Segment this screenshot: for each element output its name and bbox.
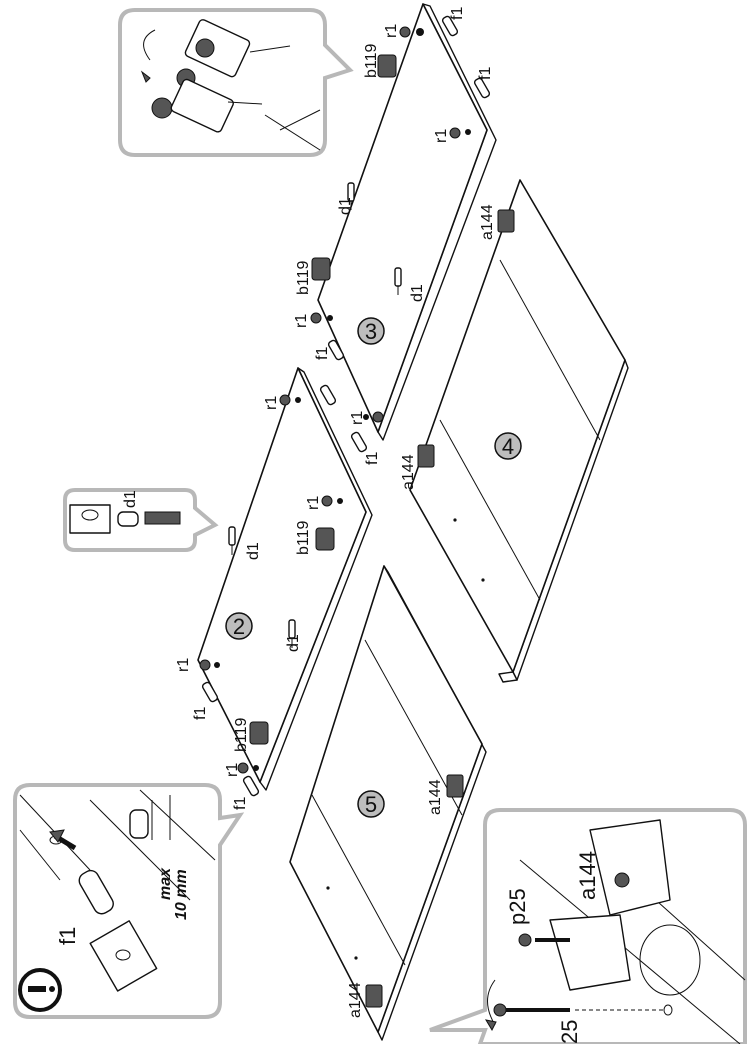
hardware-markers: [199, 15, 515, 1008]
label-r1: r1: [349, 411, 366, 425]
panel-3-number-badge: [357, 317, 385, 345]
panel-3-number: 3: [365, 319, 377, 344]
f1-dowel-icon: [201, 681, 219, 703]
d1-dowel-icon: [394, 267, 402, 295]
label-d1: d1: [285, 634, 302, 652]
dowel-detail-callout: d1: [63, 488, 219, 552]
panel-2: 2: [197, 367, 373, 791]
label-f1: f1: [364, 452, 381, 465]
a144-plate-icon: [365, 984, 383, 1008]
d1-dowel-icon: [288, 619, 296, 648]
panel-2-number-badge: [225, 612, 253, 640]
label-r1: r1: [175, 658, 192, 672]
label-r1: r1: [383, 24, 400, 38]
label-r1: r1: [433, 129, 450, 143]
panel-5: 5: [289, 565, 487, 1041]
r1-screw-icon: [363, 411, 384, 423]
panel-3: 3: [317, 3, 497, 441]
max-depth-label-2: 10 mm: [173, 869, 190, 920]
d1-dowel-icon: [228, 526, 236, 555]
d1-callout-label: d1: [122, 490, 139, 508]
p25-callout-label: p25: [505, 888, 530, 925]
rotate-arrow-icon: [140, 70, 151, 83]
part-labels: r1 f1 f1 b119 r1 d1 a144 b119 d1 r1 f1 r…: [175, 7, 496, 1018]
d1-dowel-icon: [347, 182, 355, 210]
label-f1: f1: [449, 7, 466, 20]
panel-5-number: 5: [365, 792, 377, 817]
panel-4-number-badge: [494, 432, 522, 460]
f1-dowel-icon: [327, 339, 345, 361]
label-f1: f1: [314, 347, 331, 360]
f1-dowel-icon: [319, 384, 337, 406]
f1-dowel-icon: [441, 15, 459, 37]
label-a144: a144: [427, 779, 444, 815]
label-a144: a144: [479, 204, 496, 240]
r1-screw-icon: [279, 394, 301, 406]
r1-screw-icon: [321, 495, 343, 507]
label-b119: b119: [233, 717, 250, 752]
f1-dowel-icon: [473, 77, 491, 99]
label-r1: r1: [305, 496, 322, 510]
dowel-warning-callout: max 10 mm f1: [13, 783, 245, 1019]
r1-screw-icon: [237, 762, 259, 774]
r1-screw-icon: [310, 312, 333, 324]
label-a144: a144: [400, 454, 417, 490]
r1-screw-icon: [199, 659, 220, 671]
label-d1: d1: [409, 284, 426, 302]
label-f1: f1: [192, 707, 209, 720]
b119-cam-lock-icon: [249, 721, 269, 745]
max-depth-label-1: max: [157, 867, 174, 900]
label-d1: d1: [337, 197, 354, 215]
a144-plate-icon: [446, 774, 464, 798]
label-b119: b119: [295, 260, 312, 295]
r1-screw-icon: [399, 26, 424, 38]
panel-5-number-badge: [357, 790, 385, 818]
b119-cam-lock-icon: [377, 54, 397, 78]
panel-2-number: 2: [233, 614, 245, 639]
label-f1: f1: [477, 67, 494, 80]
f1-dowel-icon: [350, 431, 368, 453]
f1-dowel-icon: [242, 775, 260, 797]
b119-cam-lock-icon: [315, 527, 335, 551]
a144-plate-icon: [497, 209, 515, 233]
hinge-plate-detail-callout: a144 p25 25: [429, 808, 747, 1044]
panel-4-number: 4: [502, 434, 514, 459]
label-r1: r1: [293, 314, 310, 328]
f1-callout-label: f1: [55, 927, 80, 945]
p25-partial-label: 25: [557, 1020, 582, 1044]
label-r1: r1: [263, 396, 280, 410]
label-d1: d1: [245, 542, 262, 560]
label-a144: a144: [347, 982, 364, 1018]
rotate-arrow-icon: [484, 1019, 497, 1032]
label-b119: b119: [295, 520, 312, 555]
a144-callout-label: a144: [575, 851, 600, 900]
label-r1: r1: [224, 763, 241, 777]
label-b119: b119: [363, 43, 380, 78]
cam-lock-detail-callout: [118, 8, 354, 157]
label-f1: f1: [232, 797, 249, 810]
panel-4: 4: [409, 179, 629, 683]
r1-screw-icon: [449, 127, 471, 139]
info-exclamation-icon: [18, 968, 62, 1012]
b119-cam-lock-icon: [311, 257, 331, 281]
a144-plate-icon: [417, 444, 435, 468]
